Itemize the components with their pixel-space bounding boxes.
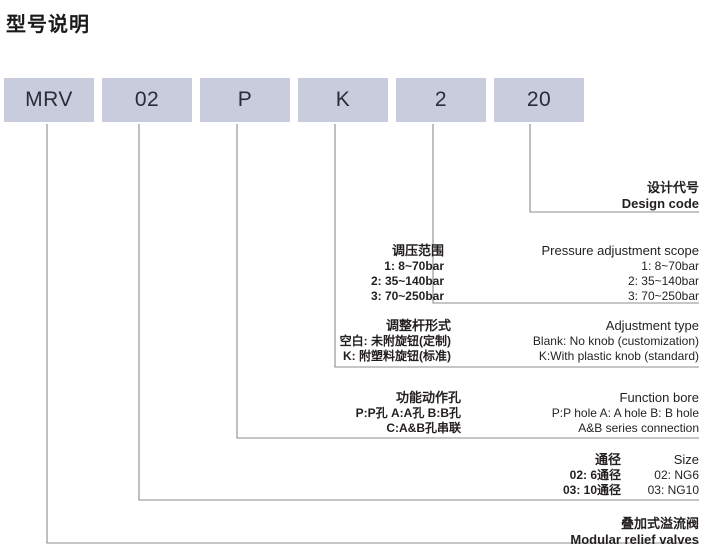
design-code-cn: 设计代号 <box>646 180 699 195</box>
size-cn-head: 通径 <box>594 452 621 467</box>
pressure-en-line-1: 1: 8~70bar <box>641 259 699 273</box>
size-en-head: Size <box>673 452 699 467</box>
adjustment-en-line-2: K:With plastic knob (standard) <box>538 349 699 363</box>
bore-cn-line-1: P:P孔 A:A孔 B:B孔 <box>355 406 461 420</box>
bore-cn-line-2: C:A&B孔串联 <box>386 421 461 435</box>
annotation-size: 通径 02: 6通径 03: 10通径 Size 02: NG6 03: NG1… <box>531 452 699 498</box>
pressure-cn-line-3: 3: 70~250bar <box>370 289 444 303</box>
annotation-function-bore: 功能动作孔 P:P孔 A:A孔 B:B孔 C:A&B孔串联 Function b… <box>271 390 699 436</box>
design-code-en: Design code <box>621 196 699 211</box>
model-code-row: MRV 02 P K 2 20 <box>4 78 584 122</box>
pressure-en-line-3: 3: 70~250bar <box>627 289 699 303</box>
pressure-cn-head: 调压范围 <box>391 243 444 258</box>
pressure-en-line-2: 2: 35~140bar <box>627 274 699 288</box>
leader-size <box>138 124 699 501</box>
code-box-2: 02 <box>102 78 192 122</box>
size-en-line-2: 03: NG10 <box>647 483 699 497</box>
page-title: 型号说明 <box>6 14 90 36</box>
adjustment-en-line-1: Blank: No knob (customization) <box>532 334 699 348</box>
code-box-1: MRV <box>4 78 94 122</box>
bore-en-line-1: P:P hole A: A hole B: B hole <box>551 406 699 420</box>
code-box-6: 20 <box>494 78 584 122</box>
pressure-cn-line-1: 1: 8~70bar <box>384 259 444 273</box>
code-box-5: 2 <box>396 78 486 122</box>
annotation-design-code: 设计代号 Design code <box>622 180 699 212</box>
size-cn-line-1: 02: 6通径 <box>569 468 621 482</box>
bore-en-head: Function bore <box>619 390 700 405</box>
size-cn-line-2: 03: 10通径 <box>562 483 621 497</box>
annotation-adjustment-type: 调整杆形式 空白: 未附旋钮(定制) K: 附塑料旋钮(标准) Adjustme… <box>276 318 699 364</box>
annotation-pressure-scope: 调压范围 1: 8~70bar 2: 35~140bar 3: 70~250ba… <box>294 243 699 304</box>
code-box-3: P <box>200 78 290 122</box>
annotation-product-name: 叠加式溢流阀 Modular relief valves <box>570 516 699 548</box>
code-box-4: K <box>298 78 388 122</box>
bore-cn-head: 功能动作孔 <box>395 390 461 405</box>
pressure-en-head: Pressure adjustment scope <box>541 243 699 258</box>
product-cn-head: 叠加式溢流阀 <box>620 516 699 531</box>
size-en-line-1: 02: NG6 <box>654 468 699 482</box>
adjustment-cn-line-2: K: 附塑料旋钮(标准) <box>343 349 451 363</box>
adjustment-cn-line-1: 空白: 未附旋钮(定制) <box>339 334 451 348</box>
adjustment-cn-head: 调整杆形式 <box>385 318 451 333</box>
adjustment-en-head: Adjustment type <box>605 318 699 333</box>
bore-en-line-2: A&B series connection <box>578 421 699 435</box>
pressure-cn-line-2: 2: 35~140bar <box>370 274 444 288</box>
product-en-head: Modular relief valves <box>570 532 699 547</box>
